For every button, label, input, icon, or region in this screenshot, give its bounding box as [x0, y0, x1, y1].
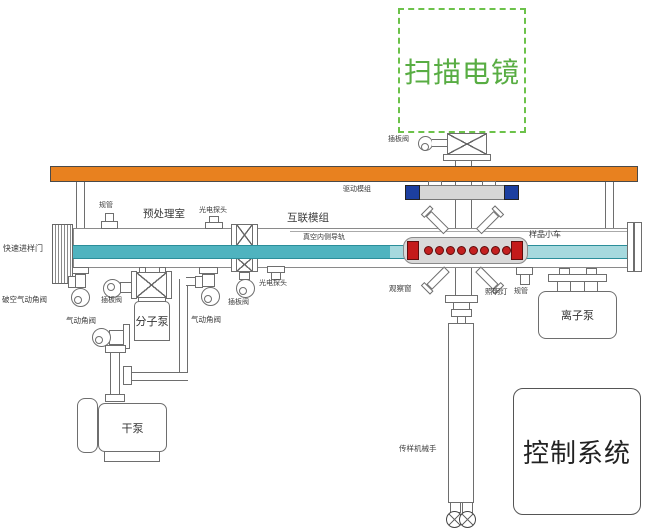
gauge-left-base — [101, 221, 118, 229]
drive-module-block-right — [504, 185, 519, 200]
probe-bottom-label: 光电探头 — [259, 280, 287, 287]
ion-pump-body — [538, 291, 617, 339]
cart-sample-dot — [446, 246, 456, 255]
angle-valve-right-flange — [199, 267, 218, 274]
bypass-pipe-link — [186, 277, 197, 286]
angle-valve-right-body — [202, 274, 215, 287]
top-gate-valve-stem — [432, 139, 448, 147]
gauge-right-stem — [520, 274, 530, 285]
cart-sample-dot — [501, 246, 511, 255]
molecular-pump-body — [134, 301, 170, 341]
top-gate-valve-knob-icon — [418, 136, 433, 151]
probe-top-base — [205, 222, 223, 229]
vent-valve-flange — [72, 267, 89, 274]
viewport-lower-left — [420, 265, 451, 295]
top-gate-valve-label: 插板阀 — [388, 136, 409, 143]
angle-valve-right-actuator-icon — [201, 287, 220, 306]
angle-valve-right-tab — [195, 276, 203, 288]
drive-module-label: 驱动模组 — [343, 186, 371, 193]
rail-band-left — [73, 245, 390, 259]
mp-gate-body — [136, 272, 167, 298]
gauge-left-label: 规管 — [99, 202, 113, 209]
pretreatment-label: 预处理室 — [143, 208, 185, 220]
drive-module-plate — [405, 185, 519, 200]
foreline-tee-flange — [123, 366, 132, 385]
molecular-pump-label: 分子泵 — [135, 316, 169, 328]
window-label: 观察窗 — [389, 284, 412, 293]
left-support-leg — [76, 180, 85, 229]
mp-gate-label: 插板阀 — [101, 297, 122, 304]
bypass-pipe-vertical — [179, 279, 188, 381]
manipulator-label: 传样机械手 — [399, 444, 437, 453]
top-gate-valve-body — [447, 133, 487, 155]
angle-valve-right-label: 气动角阀 — [191, 315, 221, 324]
control-system-label: 控制系统 — [522, 438, 631, 468]
dry-pump-base — [104, 451, 160, 462]
rail-inner-line — [290, 231, 640, 232]
vent-valve-label: 破空气动角阀 — [2, 295, 47, 304]
dry-pump-label: 干泵 — [121, 422, 144, 435]
caster-wheel-left-icon — [446, 511, 463, 528]
mid-gate-knob-icon — [236, 279, 255, 298]
cart-end-block-left — [407, 241, 419, 260]
interconnect-label: 互联模组 — [287, 212, 329, 224]
vent-valve-actuator-icon — [71, 288, 90, 307]
dry-pump-cylinder — [77, 398, 98, 453]
tube-right-flange2 — [634, 222, 642, 272]
probe-bottom-body — [271, 272, 281, 280]
lamp-label: 照明灯 — [485, 287, 508, 296]
caster-wheel-right-icon — [459, 511, 476, 528]
top-gate-valve-base-plate — [443, 154, 491, 161]
cart-sample-dot — [457, 246, 467, 255]
sem-label: 扫描电镜 — [403, 56, 520, 88]
vent-valve-tab — [68, 276, 76, 288]
mid-gate-valve-x-bottom — [237, 258, 252, 271]
control-system-box: 控制系统 — [513, 388, 641, 515]
door-label: 快速进样门 — [3, 244, 43, 253]
cart-sample-dot — [424, 246, 433, 255]
manipulator-shaft — [448, 323, 474, 503]
cart-sample-dot — [490, 246, 500, 255]
table-beam — [50, 166, 638, 182]
rail-label: 真空内侧导轨 — [303, 234, 345, 241]
cart-sample-dot — [479, 246, 489, 255]
drypump-pipe — [110, 352, 120, 397]
mid-gate-label: 插板阀 — [228, 299, 249, 306]
load-door-flange — [52, 224, 73, 284]
tube-right-flange — [627, 222, 634, 272]
drypump-top-flange — [105, 394, 125, 402]
cart-sample-dot — [468, 246, 478, 255]
angle-valve-left-bottom-flange — [105, 345, 126, 353]
vent-valve-body — [75, 274, 86, 288]
dry-pump-body — [98, 403, 167, 452]
cart-dots — [424, 246, 511, 255]
cart-sample-dot — [435, 246, 445, 255]
probe-top-label: 光电探头 — [199, 207, 227, 214]
ion-pump-plate — [548, 274, 607, 282]
drive-module-block-left — [405, 185, 420, 200]
gauge-right-label: 规管 — [514, 288, 528, 295]
angle-valve-left-actuator-icon — [92, 328, 111, 347]
mid-gate-valve-x-top — [237, 225, 252, 245]
angle-valve-left-flange-bar — [123, 324, 130, 349]
angle-valve-left-label: 气动角阀 — [66, 316, 96, 325]
cart-label: 样品小车 — [529, 230, 561, 239]
right-support-leg — [605, 180, 614, 229]
ion-pump-label: 离子泵 — [561, 310, 594, 322]
sem-dashed-box: 扫描电镜 — [398, 8, 526, 133]
bypass-pipe-horizontal — [131, 372, 188, 381]
cart-end-block-right — [511, 241, 523, 260]
